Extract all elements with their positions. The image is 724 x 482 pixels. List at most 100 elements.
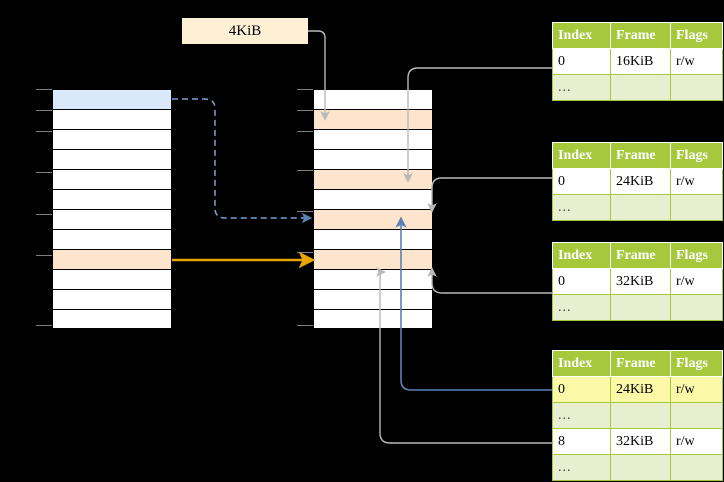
column-header-flags: Flags	[670, 242, 723, 269]
vas-block-row-11[interactable]	[52, 309, 172, 329]
table-row[interactable]: ...	[552, 194, 723, 221]
cell-frame[interactable]	[610, 194, 671, 221]
cell-flags[interactable]	[670, 194, 723, 221]
table-row[interactable]: ...	[552, 74, 723, 101]
phys-frame-row-11[interactable]	[313, 309, 433, 329]
column-header-flags: Flags	[670, 142, 723, 169]
cell-flags[interactable]: r/w	[670, 268, 723, 295]
phys-frame-row-5[interactable]	[313, 189, 433, 209]
vas-block-row-2[interactable]	[52, 129, 172, 149]
size-label-4kib: 4KiB	[182, 18, 308, 44]
vas-block-row-4[interactable]	[52, 169, 172, 189]
phys-frame-row-0[interactable]	[313, 89, 433, 109]
cell-index[interactable]: 8	[552, 428, 611, 455]
vas-block-row-6[interactable]	[52, 209, 172, 229]
vas-block-row-3[interactable]	[52, 149, 172, 169]
cell-index[interactable]: 0	[552, 376, 611, 403]
column-header-index: Index	[552, 350, 611, 377]
scale-tick	[297, 110, 313, 111]
scale-tick	[297, 252, 313, 253]
column-header-frame: Frame	[610, 22, 671, 49]
vas-block-row-9[interactable]	[52, 269, 172, 289]
vas-block-row-5[interactable]	[52, 189, 172, 209]
wire-pt3-to-memory	[427, 267, 552, 294]
column-header-flags: Flags	[670, 22, 723, 49]
phys-frame-row-8[interactable]	[313, 249, 433, 269]
cell-index[interactable]: 0	[552, 268, 611, 295]
cell-frame[interactable]	[610, 402, 671, 429]
cell-frame[interactable]: 16KiB	[610, 48, 671, 75]
vas-block-row-8[interactable]	[52, 249, 172, 269]
phys-frame-row-10[interactable]	[313, 289, 433, 309]
virtual-address-space-column	[52, 89, 172, 329]
column-header-index: Index	[552, 22, 611, 49]
table-row[interactable]: ...	[552, 454, 723, 481]
column-header-flags: Flags	[670, 350, 723, 377]
cell-flags[interactable]: r/w	[670, 376, 723, 403]
phys-frame-row-7[interactable]	[313, 229, 433, 249]
wire-cr3-pointer	[172, 98, 313, 224]
phys-frame-row-9[interactable]	[313, 269, 433, 289]
cell-frame[interactable]: 32KiB	[610, 428, 671, 455]
cell-index[interactable]: ...	[552, 74, 611, 101]
cell-frame[interactable]	[610, 454, 671, 481]
cell-frame[interactable]	[610, 74, 671, 101]
column-header-frame: Frame	[610, 242, 671, 269]
scale-tick	[297, 89, 313, 90]
cell-index[interactable]: 0	[552, 168, 611, 195]
cell-index[interactable]: ...	[552, 194, 611, 221]
column-header-frame: Frame	[610, 350, 671, 377]
scale-tick	[297, 325, 313, 326]
cell-frame[interactable]: 24KiB	[610, 376, 671, 403]
vas-block-row-0[interactable]	[52, 89, 172, 109]
wire-pt2-to-memory	[427, 177, 552, 213]
table-row[interactable]: ...	[552, 294, 723, 321]
table-row[interactable]: ...	[552, 402, 723, 429]
vas-block-row-7[interactable]	[52, 229, 172, 249]
scale-tick	[36, 325, 52, 326]
phys-frame-row-6[interactable]	[313, 209, 433, 229]
cell-flags[interactable]	[670, 74, 723, 101]
cell-flags[interactable]	[670, 294, 723, 321]
cell-index[interactable]: 0	[552, 48, 611, 75]
scale-tick	[297, 131, 313, 132]
cell-index[interactable]: ...	[552, 402, 611, 429]
cell-frame[interactable]	[610, 294, 671, 321]
cell-flags[interactable]: r/w	[670, 48, 723, 75]
physical-memory-column	[313, 89, 433, 329]
cell-index[interactable]: ...	[552, 454, 611, 481]
column-header-frame: Frame	[610, 142, 671, 169]
scale-tick	[36, 89, 52, 90]
cell-index[interactable]: ...	[552, 294, 611, 321]
scale-tick	[36, 214, 52, 215]
cell-frame[interactable]: 32KiB	[610, 268, 671, 295]
phys-frame-row-4[interactable]	[313, 169, 433, 189]
vas-block-row-10[interactable]	[52, 289, 172, 309]
phys-frame-row-1[interactable]	[313, 109, 433, 129]
cell-flags[interactable]	[670, 454, 723, 481]
cell-flags[interactable]: r/w	[670, 168, 723, 195]
scale-tick	[297, 211, 313, 212]
column-header-index: Index	[552, 242, 611, 269]
cell-frame[interactable]: 24KiB	[610, 168, 671, 195]
vas-block-row-1[interactable]	[52, 109, 172, 129]
scale-tick	[36, 110, 52, 111]
cell-flags[interactable]: r/w	[670, 428, 723, 455]
phys-frame-row-3[interactable]	[313, 149, 433, 169]
scale-tick	[36, 131, 52, 132]
column-header-index: Index	[552, 142, 611, 169]
cell-flags[interactable]	[670, 402, 723, 429]
phys-frame-row-2[interactable]	[313, 129, 433, 149]
